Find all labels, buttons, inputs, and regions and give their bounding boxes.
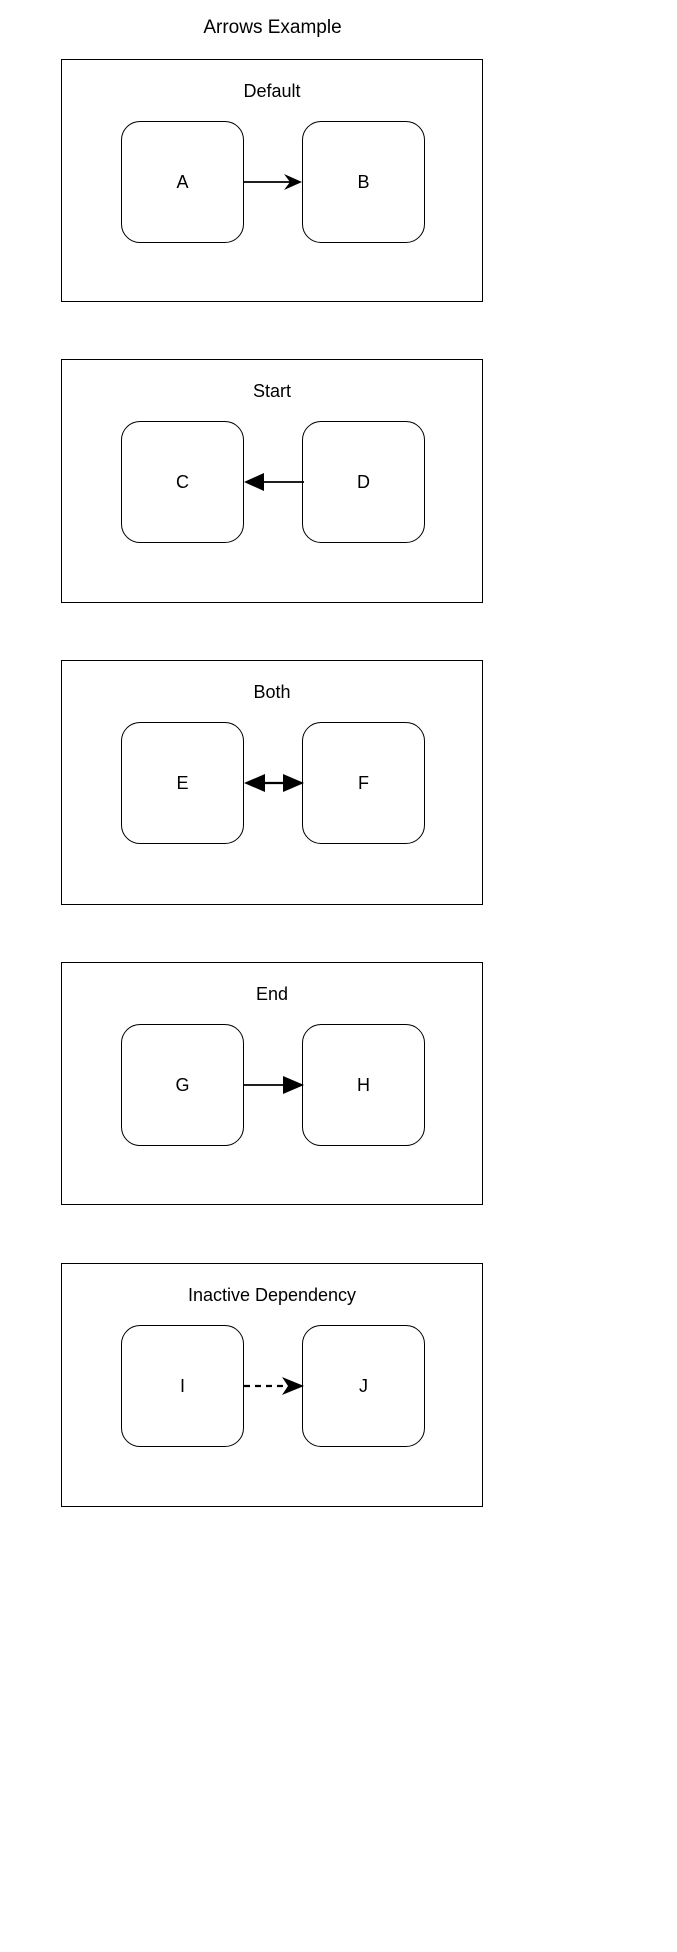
group-start[interactable]: Start C D bbox=[61, 359, 483, 603]
group-title-both: Both bbox=[253, 682, 291, 702]
node-d[interactable]: D bbox=[302, 421, 425, 543]
node-i-label: I bbox=[179, 1376, 185, 1396]
node-c[interactable]: C bbox=[121, 421, 244, 543]
node-c-label: C bbox=[176, 472, 189, 492]
node-i[interactable]: I bbox=[121, 1325, 244, 1447]
node-e-label: E bbox=[176, 773, 189, 793]
group-title-inactive: Inactive Dependency bbox=[187, 1285, 357, 1305]
group-end[interactable]: End G H bbox=[61, 962, 483, 1205]
node-b[interactable]: B bbox=[302, 121, 425, 243]
group-title-default: Default bbox=[243, 81, 301, 101]
node-d-label: D bbox=[357, 472, 370, 492]
node-g[interactable]: G bbox=[121, 1024, 244, 1146]
edge-a-to-b[interactable] bbox=[244, 170, 304, 194]
node-e[interactable]: E bbox=[121, 722, 244, 844]
edge-i-to-j-dashed[interactable] bbox=[244, 1374, 304, 1398]
group-inactive-dependency[interactable]: Inactive Dependency I J bbox=[61, 1263, 483, 1507]
node-f-label: F bbox=[358, 773, 369, 793]
node-j-label: J bbox=[359, 1376, 368, 1396]
edge-d-to-c[interactable] bbox=[244, 470, 304, 494]
node-h-label: H bbox=[357, 1075, 370, 1095]
node-a-label: A bbox=[176, 172, 189, 192]
node-g-label: G bbox=[175, 1075, 190, 1095]
node-f[interactable]: F bbox=[302, 722, 425, 844]
node-a[interactable]: A bbox=[121, 121, 244, 243]
group-both[interactable]: Both E F bbox=[61, 660, 483, 905]
page-title: Arrows Example bbox=[203, 17, 342, 38]
group-title-end: End bbox=[255, 984, 289, 1004]
node-h[interactable]: H bbox=[302, 1024, 425, 1146]
edge-e-f-bidirectional[interactable] bbox=[244, 771, 304, 795]
node-b-label: B bbox=[357, 172, 370, 192]
group-default[interactable]: Default A B bbox=[61, 59, 483, 302]
edge-g-to-h[interactable] bbox=[244, 1073, 304, 1097]
group-title-start: Start bbox=[252, 381, 291, 401]
node-j[interactable]: J bbox=[302, 1325, 425, 1447]
